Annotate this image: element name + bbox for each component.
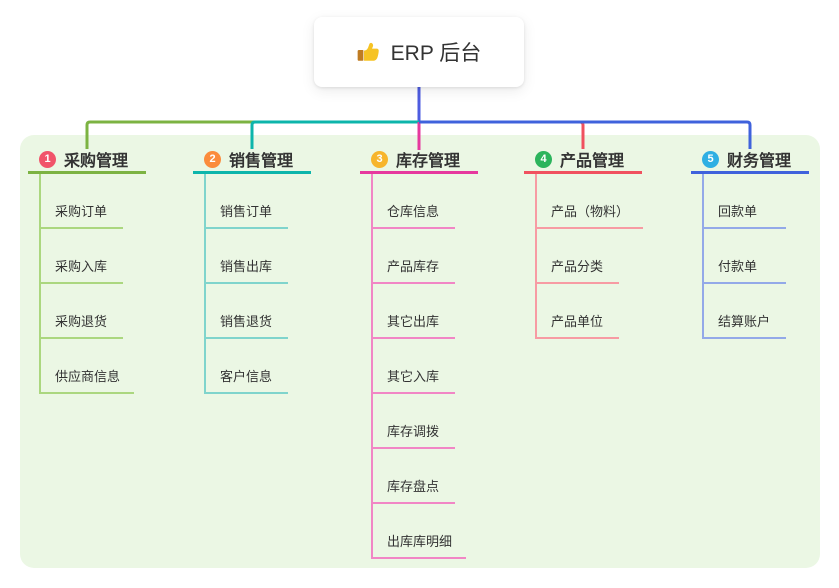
child-item[interactable]: 其它出库: [371, 284, 455, 339]
child-item[interactable]: 采购入库: [39, 229, 123, 284]
child-item[interactable]: 其它入库: [371, 339, 455, 394]
branch-header-sales[interactable]: 2 销售管理: [193, 147, 311, 174]
branch-connector-line: [371, 174, 373, 559]
child-item[interactable]: 产品分类: [535, 229, 619, 284]
branch-label: 销售管理: [229, 153, 294, 170]
child-item[interactable]: 产品单位: [535, 284, 619, 339]
branch-purchase: 1 采购管理 采购订单采购入库采购退货供应商信息: [28, 147, 146, 394]
child-item-label: 其它入库: [387, 369, 440, 384]
child-item[interactable]: 销售退货: [204, 284, 288, 339]
child-item-label: 采购退货: [55, 314, 108, 329]
branch-product: 4 产品管理 产品（物料） 产品分类产品单位: [524, 147, 644, 339]
branch-header-product[interactable]: 4 产品管理: [524, 147, 642, 174]
branch-inventory: 3 库存管理 仓库信息产品库存其它出库其它入库库存调拨库存盘点出库库明细: [360, 147, 478, 559]
branch-label: 财务管理: [727, 153, 792, 170]
child-item-label: 产品单位: [551, 314, 604, 329]
branch-header-inventory[interactable]: 3 库存管理: [360, 147, 478, 174]
child-item-label: 仓库信息: [387, 204, 440, 219]
child-item-label: 其它出库: [387, 314, 440, 329]
branch-label: 产品管理: [560, 153, 625, 170]
child-item-label: 回款单: [718, 204, 758, 219]
root-label: ERP 后台: [390, 42, 482, 65]
branch-finance: 5 财务管理 回款单付款单结算账户: [691, 147, 809, 339]
child-item[interactable]: 供应商信息: [39, 339, 135, 394]
child-item[interactable]: 采购退货: [39, 284, 123, 339]
child-item-label: 销售退货: [220, 314, 273, 329]
child-item-label: 采购订单: [55, 204, 108, 219]
child-item-label: 库存盘点: [387, 479, 440, 494]
child-item-label: 库存调拨: [387, 424, 440, 439]
branch-number-badge: 5: [702, 150, 719, 168]
child-item[interactable]: 库存调拨: [371, 394, 455, 449]
child-item-label: 供应商信息: [55, 369, 121, 384]
branch-children: 回款单付款单结算账户: [691, 174, 809, 339]
child-item-label: 产品库存: [387, 259, 440, 274]
branch-connector-line: [204, 174, 206, 394]
branch-header-purchase[interactable]: 1 采购管理: [28, 147, 146, 174]
branch-label: 采购管理: [64, 153, 129, 170]
branch-children: 采购订单采购入库采购退货供应商信息: [28, 174, 146, 394]
child-item-label: 采购入库: [55, 259, 108, 274]
branch-number-badge: 1: [39, 150, 56, 168]
root-node[interactable]: ERP 后台: [314, 17, 524, 87]
branch-connector-line: [702, 174, 704, 339]
child-item-label: 产品分类: [551, 259, 604, 274]
branch-connector-line: [39, 174, 41, 394]
child-item-label: 销售出库: [220, 259, 273, 274]
child-item[interactable]: 产品库存: [371, 229, 455, 284]
child-item-label: 付款单: [718, 259, 758, 274]
child-item-label: 产品（物料）: [551, 204, 630, 219]
branches-panel: [20, 135, 820, 568]
branch-children: 产品（物料） 产品分类产品单位: [524, 174, 644, 339]
child-item-label: 出库库明细: [387, 534, 453, 549]
child-item[interactable]: 销售订单: [204, 174, 288, 229]
child-item-label: 客户信息: [220, 369, 273, 384]
branch-number-badge: 3: [371, 150, 388, 168]
child-item[interactable]: 销售出库: [204, 229, 288, 284]
child-item-label: 销售订单: [220, 204, 273, 219]
branch-children: 销售订单销售出库销售退货客户信息: [193, 174, 311, 394]
child-item[interactable]: 出库库明细: [371, 504, 467, 559]
branch-number-badge: 4: [535, 150, 552, 168]
branch-connector-line: [535, 174, 537, 339]
child-item[interactable]: 库存盘点: [371, 449, 455, 504]
child-item[interactable]: 采购订单: [39, 174, 123, 229]
child-item-label: 结算账户: [718, 314, 771, 329]
thumbs-up-icon: [357, 41, 380, 64]
child-item[interactable]: 回款单: [702, 174, 786, 229]
branch-children: 仓库信息产品库存其它出库其它入库库存调拨库存盘点出库库明细: [360, 174, 478, 559]
branch-header-finance[interactable]: 5 财务管理: [691, 147, 809, 174]
branch-label: 库存管理: [396, 153, 461, 170]
child-item[interactable]: 结算账户: [702, 284, 786, 339]
branch-number-badge: 2: [204, 150, 221, 168]
branch-sales: 2 销售管理 销售订单销售出库销售退货客户信息: [193, 147, 311, 394]
child-item[interactable]: 仓库信息: [371, 174, 455, 229]
child-item[interactable]: 客户信息: [204, 339, 288, 394]
child-item[interactable]: 付款单: [702, 229, 786, 284]
child-item[interactable]: 产品（物料）: [535, 174, 644, 229]
